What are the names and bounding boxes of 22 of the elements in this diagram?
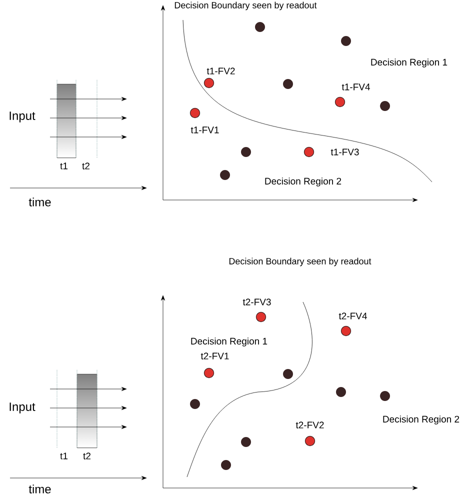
region-label: Decision Region 2 [265,178,342,186]
time-window-label: t1 [60,452,68,460]
point-label: t2-FV1 [200,352,229,360]
region-label: Decision Region 2 [383,416,460,424]
axis-label: Input [10,402,36,414]
time-window-label: t1 [60,162,68,170]
point-label: t1-FV2 [206,68,235,74]
point-label: t2-FV3 [242,298,271,306]
region-label: Decision Region 1 [371,58,448,68]
axis-label: time [28,484,51,494]
time-window-label: t2 [83,452,90,460]
region-label: Decision Region 1 [191,338,268,346]
panel-title: Decision Boundary seen by readout [174,2,317,10]
axis-label: Input [10,112,36,122]
point-label: t1-FV3 [330,148,359,156]
point-label: t2-FV2 [296,422,324,428]
time-window-label: t2 [82,162,90,170]
point-label: t1-FV4 [342,84,370,90]
axis-label: time [28,198,51,206]
point-label: t2-FV4 [338,312,367,320]
point-label: t1-FV1 [190,126,219,134]
panel-title: Decision Boundary seen by readout [229,258,372,266]
